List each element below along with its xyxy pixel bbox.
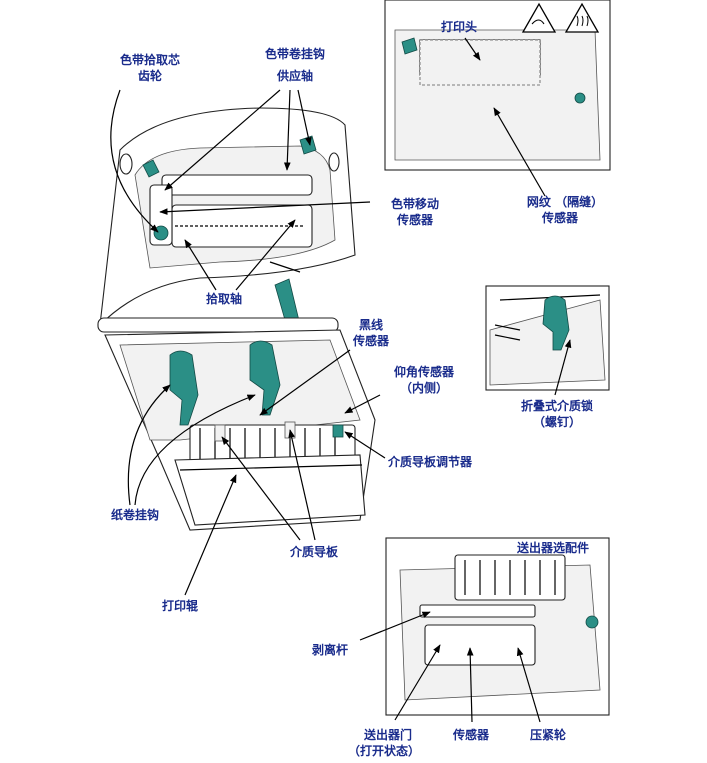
ribbon-hook-label-line2: 供应轴 (276, 68, 313, 83)
ribbon-takeup-gear-label-line1: 色带拾取芯 (120, 52, 180, 67)
media-lock-label-line2: （螺钉） (533, 414, 581, 429)
sensor-label: 传感器 (452, 727, 490, 742)
printhead-inset (384, 0, 611, 171)
leader-lines (110, 37, 572, 723)
media-lock-inset (485, 285, 610, 391)
media-guide-label: 介质导板 (289, 544, 339, 559)
platen-ribs (199, 428, 336, 462)
upper-sensor-label-line1: 仰角传感器 (394, 364, 455, 379)
black-line-sensor-label-line1: 黑线 (359, 317, 383, 332)
upper-sensor-label-line2: （内侧） (400, 380, 448, 395)
takeup-spindle-label: 拾取轴 (206, 291, 242, 306)
printhead-label: 打印头 (441, 19, 477, 34)
dispenser-door-label-line1: 送出器门 (363, 727, 412, 742)
peel-bar-label: 剥离杆 (312, 642, 348, 657)
roll-hanger-label: 纸卷挂钩 (111, 507, 159, 522)
black-line-sensor-label-line2: 传感器 (352, 333, 390, 348)
hot-surface-icon (564, 2, 600, 33)
dispenser-inset (385, 537, 610, 716)
pinch-roller-label: 压紧轮 (530, 727, 567, 742)
dispenser-option-label: 送出器选配件 (516, 540, 589, 555)
caution-hand-icon (521, 2, 557, 33)
ribbon-motion-sensor-label-line2: 传感器 (396, 212, 434, 227)
platen-label: 打印辊 (162, 598, 198, 613)
media-guide-adjuster-label: 介质导板调节器 (387, 454, 473, 469)
media-lock-label-line1: 折叠式介质锁 (521, 398, 593, 413)
ribbon-takeup-gear-label-line2: 齿轮 (138, 68, 163, 83)
web-sensor-label-line1: 网纹 （隔缝） (527, 194, 603, 209)
printer-main-illustration (97, 107, 376, 531)
dispenser-ribs (464, 560, 556, 595)
dispenser-door-label-line2: （打开状态） (348, 743, 420, 758)
ribbon-motion-sensor-label-line1: 色带移动 (391, 196, 439, 211)
ribbon-hook-label-line1: 色带卷挂钩 (265, 46, 325, 61)
web-sensor-label-line2: 传感器 (541, 210, 579, 225)
